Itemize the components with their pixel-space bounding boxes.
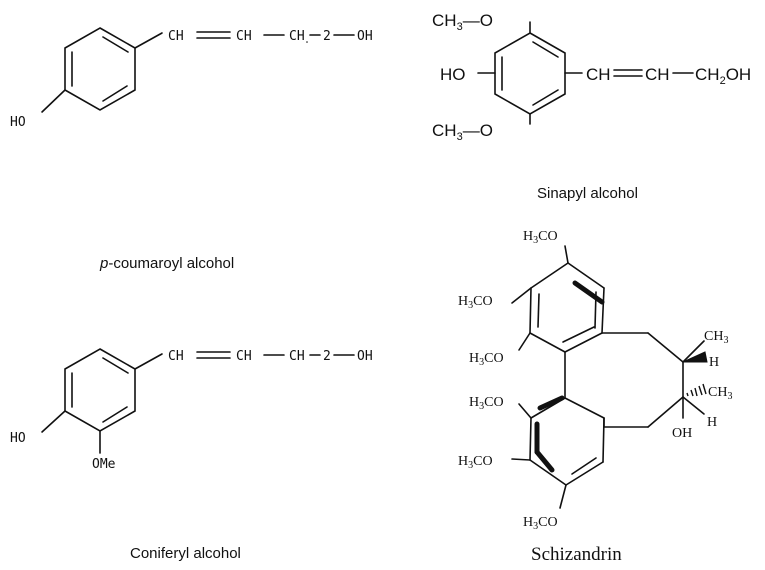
schizandrin-ome6-bond	[559, 484, 567, 509]
sinapyl-alcohol-caption: Sinapyl alcohol	[537, 185, 638, 202]
schizandrin-c1-ch3-bond	[682, 340, 705, 363]
coumaroyl-sub2: 2	[323, 29, 331, 44]
sinapyl-benzene-ring	[494, 32, 566, 115]
schizandrin-h3co-6: H3CO	[523, 515, 558, 532]
schizandrin-ome1-bond	[564, 245, 569, 264]
coumaroyl-alcohol-structure: HO CH CH CH 2 OH	[10, 27, 373, 130]
schizandrin-cyclooctadiene	[601, 332, 684, 428]
coumaroyl-ch1: CH	[168, 29, 184, 44]
coniferyl-ho-label: HO	[10, 431, 26, 446]
schizandrin-h3co-2: H3CO	[458, 294, 493, 311]
coniferyl-ring-to-chain-bond	[134, 353, 163, 370]
coumaroyl-ch2oh-c: CH	[289, 29, 305, 44]
schizandrin-oh: OH	[672, 426, 692, 441]
sinapyl-ch2oh: CH2OH	[695, 65, 751, 87]
coumaroyl-benzene-ring	[64, 27, 136, 111]
sinapyl-alcohol-structure: CH3—O HO CH3—O CH CH CH2OH	[432, 11, 751, 143]
schizandrin-h3co-5: H3CO	[458, 454, 493, 471]
schizandrin-upper-ring	[529, 262, 605, 353]
schizandrin-h-top: H	[709, 355, 719, 370]
coumaroyl-ho-label: HO	[10, 115, 26, 130]
sinapyl-ch1: CH	[586, 65, 611, 84]
coniferyl-oh: OH	[357, 349, 373, 364]
sinapyl-top-ome: CH3—O	[432, 11, 493, 33]
schizandrin-ch3-bottom: CH3	[708, 385, 732, 402]
coniferyl-ome-label: OMe	[92, 457, 116, 472]
schizandrin-h-bottom: H	[707, 415, 717, 430]
schizandrin-c2-h-bond	[682, 396, 705, 415]
schizandrin-lower-ring	[529, 395, 605, 486]
schizandrin-caption: Schizandrin	[531, 544, 622, 565]
coumaroyl-oh: OH	[357, 29, 373, 44]
coumaroyl-ring-to-chain-bond	[134, 32, 163, 49]
schizandrin-ome4-bond	[518, 403, 532, 419]
coniferyl-ch2: CH	[236, 349, 252, 364]
sinapyl-bottom-ome: CH3—O	[432, 121, 493, 143]
schizandrin-structure: H3CO H3CO H3CO H3CO H3CO H3CO CH3 H CH3 …	[458, 229, 732, 532]
schizandrin-ome3-bond	[518, 332, 531, 351]
coumaroyl-ring-to-oh-bond	[41, 89, 66, 113]
coumaroyl-alcohol-caption: p-coumaroyl alcohol	[99, 255, 234, 272]
coniferyl-sub2: 2	[323, 349, 331, 364]
schizandrin-c2-ch3-hash	[686, 383, 707, 397]
schizandrin-c1-h-wedge	[682, 351, 708, 363]
schizandrin-h3co-1: H3CO	[523, 229, 558, 246]
schizandrin-ch3-top: CH3	[704, 329, 728, 346]
sinapyl-ho-label: HO	[440, 65, 466, 84]
schizandrin-ome2-bond	[511, 287, 532, 304]
sinapyl-ch2: CH	[645, 65, 670, 84]
schizandrin-h3co-3: H3CO	[469, 351, 504, 368]
coumaroyl-ch2: CH	[236, 29, 252, 44]
coniferyl-ch2oh-c: CH	[289, 349, 305, 364]
coniferyl-alcohol-structure: HO OMe CH CH CH 2 OH	[10, 348, 373, 472]
coniferyl-ring-to-oh-bond	[41, 410, 66, 433]
schizandrin-h3co-4: H3CO	[469, 395, 504, 412]
coniferyl-alcohol-caption: Coniferyl alcohol	[130, 545, 241, 562]
schizandrin-ome5-bond	[511, 458, 531, 461]
coniferyl-benzene-ring	[64, 348, 136, 432]
coniferyl-ch1: CH	[168, 349, 184, 364]
